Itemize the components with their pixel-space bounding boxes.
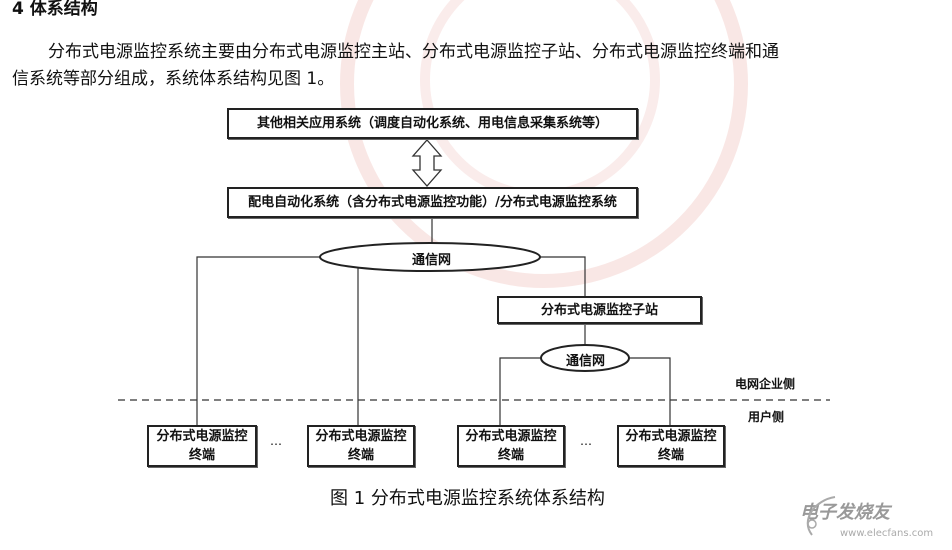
terminal-box: 分布式电源监控终端: [307, 425, 415, 467]
grid-side-label: 电网企业侧: [735, 377, 796, 391]
double-arrow-icon: [411, 139, 443, 187]
ellipsis-1: …: [270, 434, 282, 448]
terminal-box: 分布式电源监控终端: [617, 425, 725, 467]
terminal-box: 分布式电源监控终端: [147, 425, 257, 467]
paragraph-line-2: 信系统等部分组成，系统体系结构见图 1。: [12, 69, 335, 89]
network-ellipse-2: [540, 344, 630, 372]
other-applications-box: 其他相关应用系统（调度自动化系统、用电信息采集系统等）: [227, 108, 638, 139]
paragraph-line-1: 分布式电源监控系统主要由分布式电源监控主站、分布式电源监控子站、分布式电源监控终…: [48, 42, 779, 62]
substation-box: 分布式电源监控子站: [497, 296, 702, 324]
network-ellipse-1: [319, 242, 541, 272]
terminal-box: 分布式电源监控终端: [457, 425, 565, 467]
network-label-1: 通信网: [412, 253, 452, 268]
watermark-url: www.elecfans.com: [840, 528, 934, 539]
user-side-label: 用户侧: [748, 410, 785, 424]
section-heading: 4 体系结构: [12, 0, 98, 19]
network-label-2: 通信网: [566, 354, 606, 369]
figure-caption: 图 1 分布式电源监控系统体系结构: [330, 488, 605, 509]
ellipsis-2: …: [580, 434, 592, 448]
watermark-brand: 电子发烧友: [800, 502, 890, 523]
master-station-box: 配电自动化系统（含分布式电源监控功能）/分布式电源监控系统: [227, 187, 638, 218]
